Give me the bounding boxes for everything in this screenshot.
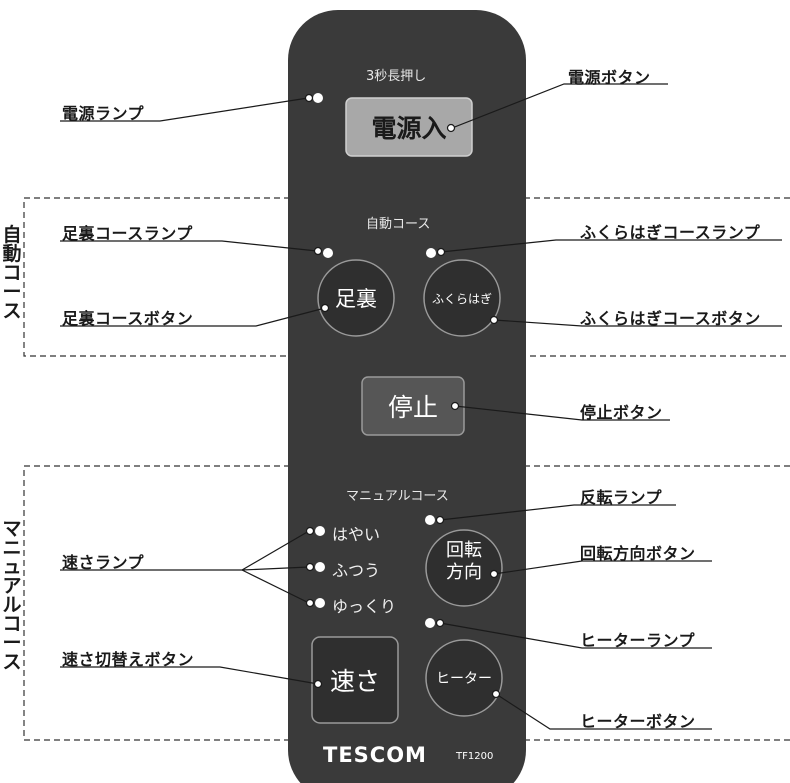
power-button-shape [345,97,473,157]
leader-lines [60,83,782,730]
speed-button-shape [311,636,399,724]
rotate-direction-button[interactable]: 回転 方向 [426,540,502,584]
heater-button-shape [425,639,503,717]
rotate-button-shape [425,529,503,607]
label-foot-lamp: 足裏コースランプ [62,224,193,243]
stop-button-shape [361,376,465,436]
manual-title-char: ュ [2,556,22,578]
auto-title-char: ス [2,300,22,322]
calf-button[interactable]: ふくらはぎ [431,291,492,306]
label-heater-button: ヒーターボタン [580,712,696,731]
auto-title-char: コ [2,262,22,284]
label-power-button: 電源ボタン [568,68,651,87]
rotate-button-line2: 方向 [446,562,482,583]
manual-title-char: コ [2,613,22,635]
label-calf-lamp: ふくらはぎコースランプ [580,223,761,242]
label-speed-lamp: 速さランプ [62,553,145,572]
auto-course-heading: 自動コース [366,217,431,232]
stop-button[interactable]: 停止 [387,393,438,422]
calf-button-shape [423,259,501,337]
speed-option-slow: ゆっくり [332,597,397,616]
label-calf-button: ふくらはぎコースボタン [580,309,761,328]
heater-button[interactable]: ヒーター [436,671,492,687]
manual-title-char: マ [2,518,22,540]
manual-title-char: ニ [2,537,22,559]
label-rotate-button: 回転方向ボタン [580,544,696,563]
auto-title-char: 動 [2,243,22,265]
speed-lamp-slow [315,598,325,608]
speed-lamp-normal [315,562,325,572]
auto-title-char: 自 [2,224,22,246]
manual-course-heading: マニュアルコース [346,489,449,504]
speed-option-normal: ふつう [332,561,381,580]
calf-lamp [426,248,436,258]
speed-lamp-fast [315,526,325,536]
auto-section-title: 自 動 コ ー ス [1,226,23,321]
model-number: TF1200 [456,751,494,762]
label-heater-lamp: ヒーターランプ [580,631,696,650]
speed-option-fast: はやい [332,525,381,544]
hold-hint: 3秒長押し [366,69,427,84]
label-speed-switch-button: 速さ切替えボタン [62,650,195,669]
speed-button[interactable]: 速さ [329,667,380,696]
manual-title-char: ア [2,575,22,597]
foot-button-shape [317,259,395,337]
manual-title-char: ル [2,594,22,616]
label-foot-button: 足裏コースボタン [62,309,194,328]
manual-section-title: マ ニ ュ ア ル コ ー ス [1,520,23,672]
label-power-lamp: 電源ランプ [62,104,145,123]
label-stop-button: 停止ボタン [580,403,663,422]
reverse-lamp [425,515,435,525]
manual-title-char: ー [2,632,22,654]
power-lamp [313,93,323,103]
brand-logo: TESCOM [323,743,427,767]
heater-lamp [425,618,435,628]
label-reverse-lamp: 反転ランプ [580,488,663,507]
rotate-button-line1: 回転 [446,540,482,561]
auto-title-char: ー [2,281,22,303]
power-button[interactable]: 電源入 [371,114,447,143]
manual-title-char: ス [2,651,22,673]
foot-lamp [323,248,333,258]
foot-button[interactable]: 足裏 [335,287,377,311]
